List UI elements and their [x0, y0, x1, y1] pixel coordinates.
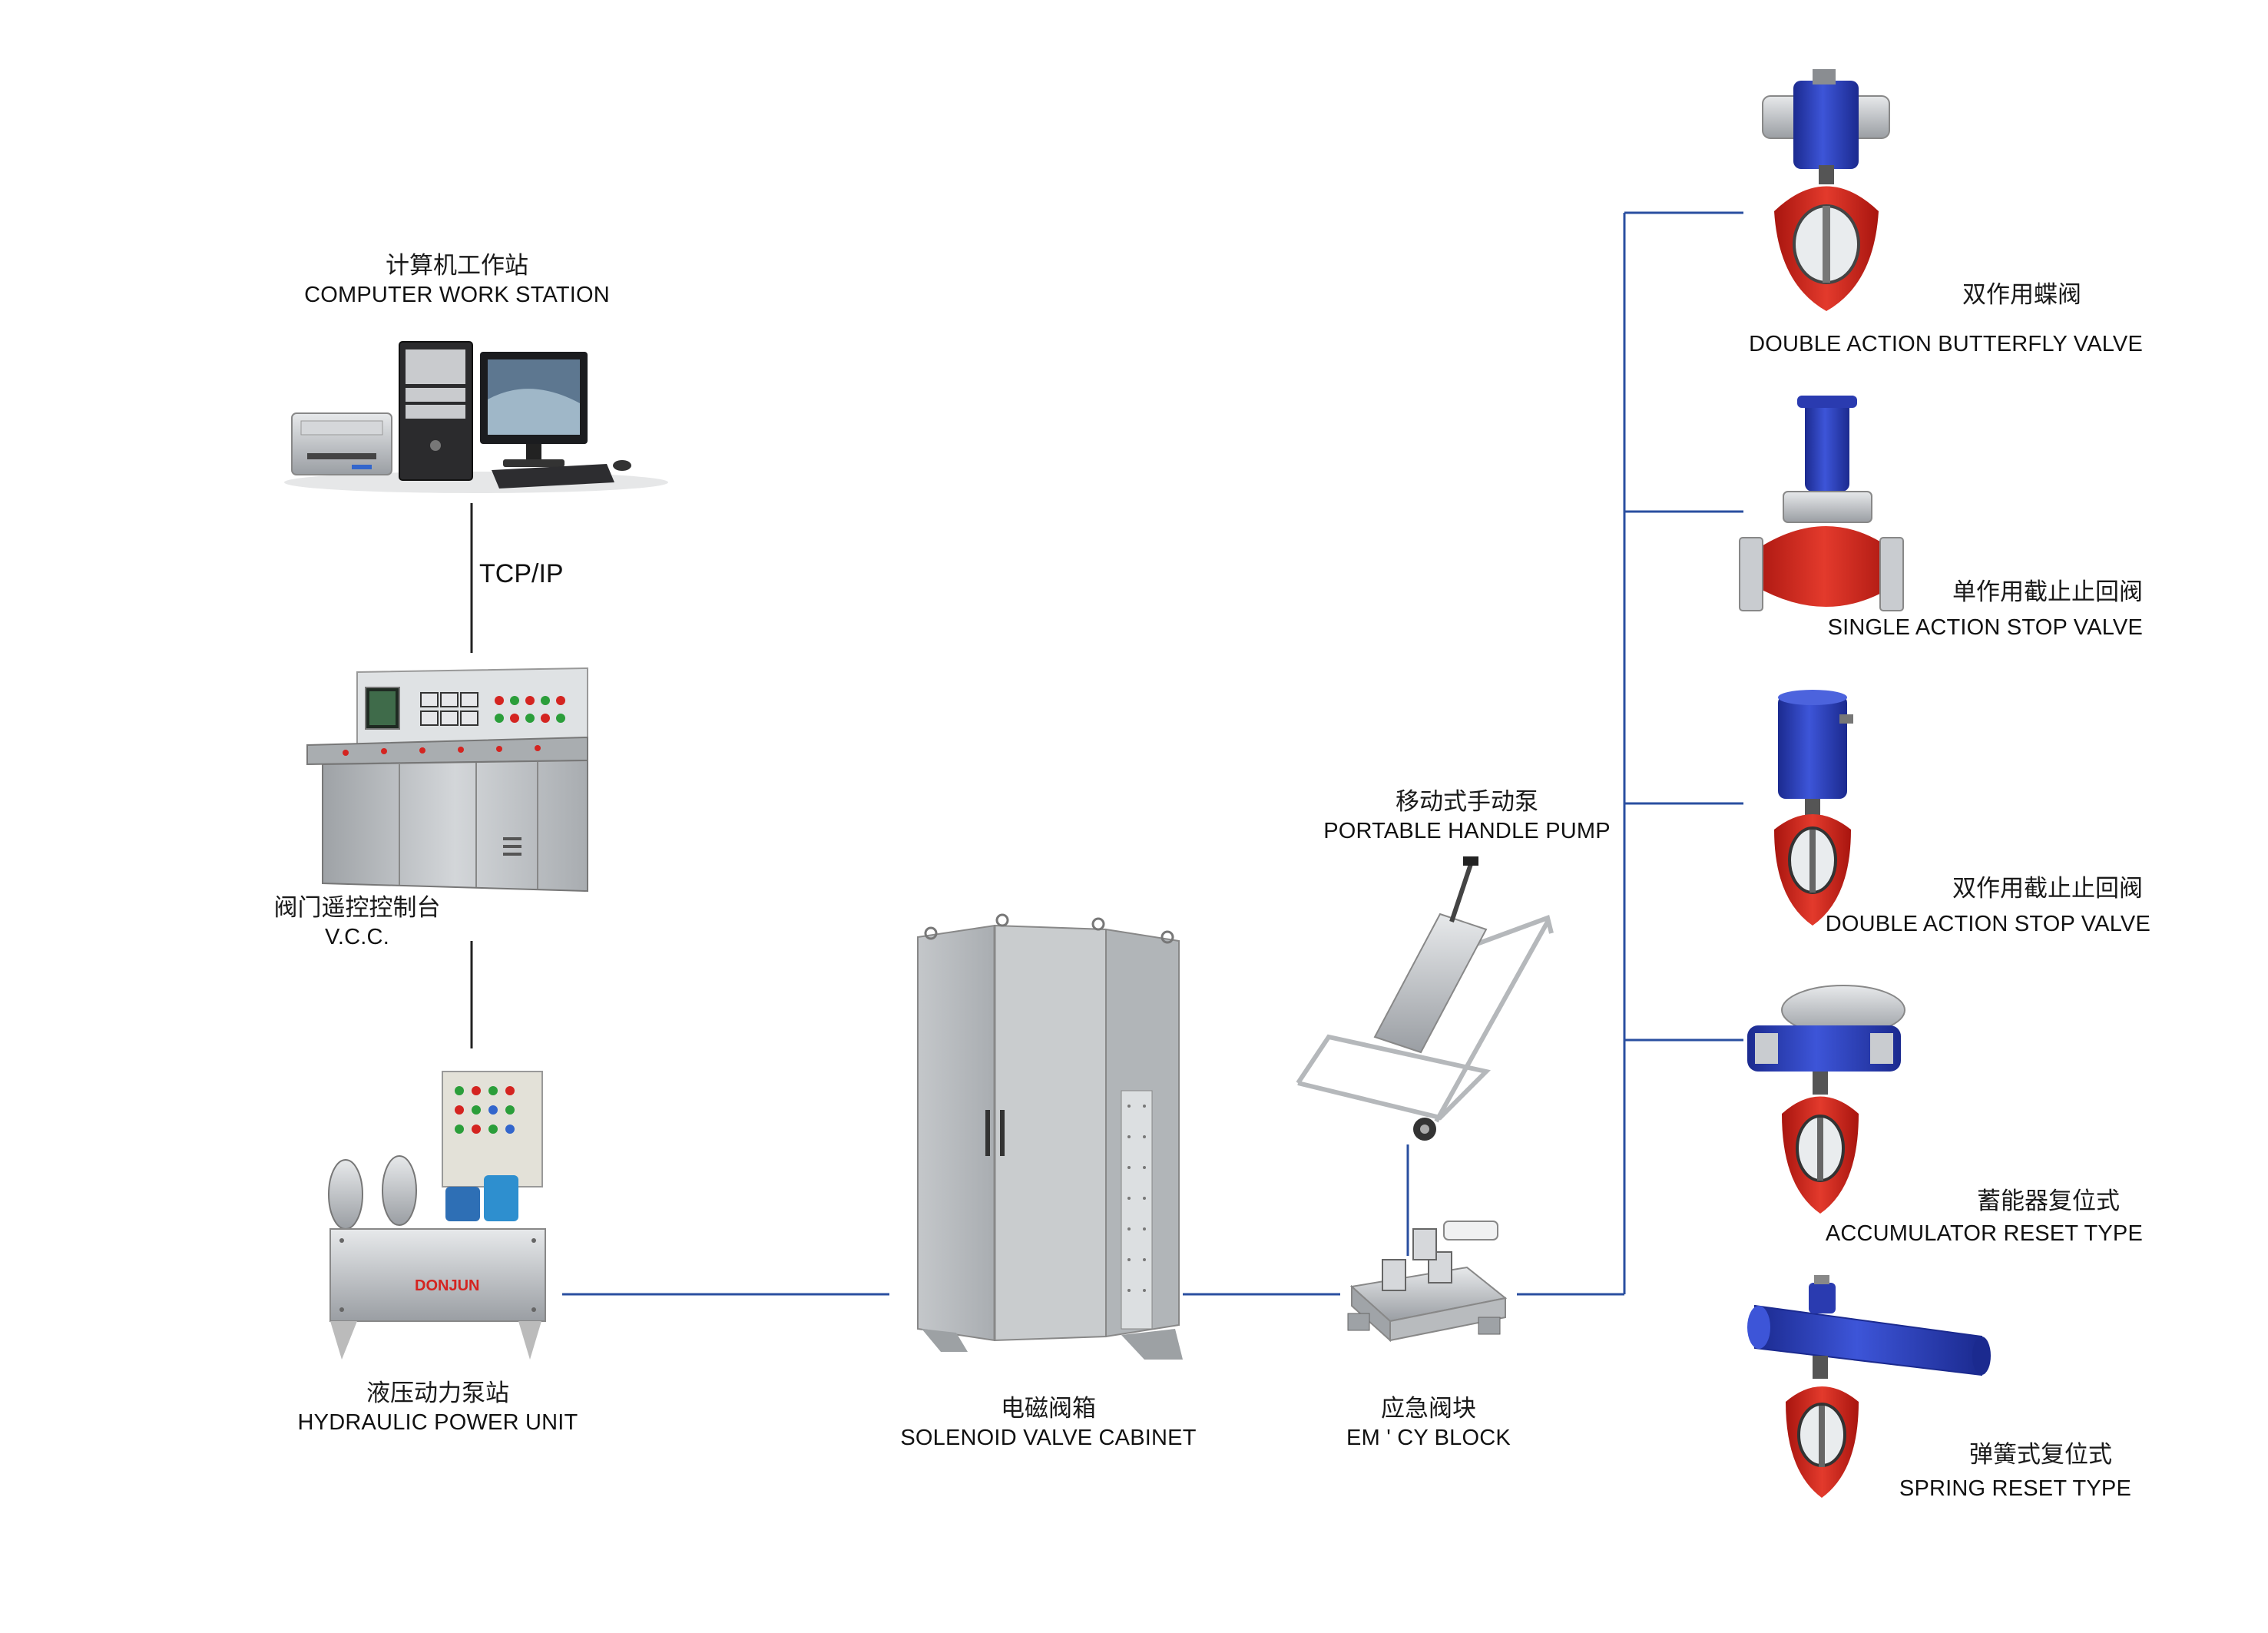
valve-label-2: 单作用截止止回阀 SINGLE ACTION STOP VALVE [1713, 578, 2143, 641]
double-action-stop-valve-image [1774, 690, 1853, 926]
computer-workstation-image [284, 341, 668, 493]
pump-label-zh: 移动式手动泵 [1396, 788, 1538, 816]
vcc-label-zh: 阀门遥控控制台 [273, 894, 441, 922]
valve-label-2-en: SINGLE ACTION STOP VALVE [1827, 614, 2143, 640]
valve-label-1-zh: 双作用蝶阀 [1962, 281, 2081, 309]
valve-label-4-en: ACCUMULATOR RESET TYPE [1825, 1221, 2143, 1246]
valve-label-2-zh: 单作用截止止回阀 [1952, 578, 2143, 606]
hpu-brand-label: DONJUN [415, 1277, 479, 1294]
computer-label-zh: 计算机工作站 [386, 252, 528, 280]
hydraulic-power-unit-image: DONJUN [328, 1071, 546, 1360]
vcc-label: 阀门遥控控制台 V.C.C. [230, 893, 484, 951]
valve-label-5-zh: 弹簧式复位式 [1969, 1441, 2112, 1469]
vcc-console-image [306, 667, 588, 893]
valve-label-3-zh: 双作用截止止回阀 [1952, 875, 2143, 903]
printer-icon [291, 412, 392, 475]
valve-label-5: 弹簧式复位式 SPRING RESET TYPE [1713, 1440, 2131, 1502]
valve-label-1: 双作用蝶阀 DOUBLE ACTION BUTTERFLY VALVE [1713, 280, 2143, 358]
keyboard-icon [492, 464, 614, 489]
mouse-icon [613, 460, 631, 471]
pump-label: 移动式手动泵 PORTABLE HANDLE PUMP [1321, 787, 1613, 845]
pc-tower-icon [399, 341, 473, 481]
hpu-label-zh: 液压动力泵站 [366, 1380, 509, 1407]
connection-lines [470, 211, 1743, 1296]
cabinet-label-zh: 电磁阀箱 [1001, 1395, 1096, 1423]
valve-label-3-en: DOUBLE ACTION STOP VALVE [1825, 911, 2150, 936]
pump-label-en: PORTABLE HANDLE PUMP [1323, 818, 1611, 843]
valve-label-5-en: SPRING RESET TYPE [1899, 1476, 2131, 1501]
cabinet-label-en: SOLENOID VALVE CABINET [900, 1425, 1197, 1450]
valve-label-3: 双作用截止止回阀 DOUBLE ACTION STOP VALVE [1717, 874, 2150, 938]
valve-label-1-en: DOUBLE ACTION BUTTERFLY VALVE [1749, 331, 2143, 356]
accumulator-reset-valve-image [1747, 985, 1905, 1214]
computer-label-en: COMPUTER WORK STATION [304, 282, 610, 307]
portable-handle-pump-image [1296, 856, 1554, 1141]
cabinet-label: 电磁阀箱 SOLENOID VALVE CABINET [899, 1394, 1198, 1452]
tcp-ip-label: TCP/IP [479, 559, 564, 588]
block-label-en: EM ' CY BLOCK [1346, 1425, 1511, 1450]
computer-label: 计算机工作站 COMPUTER WORK STATION [300, 251, 614, 309]
spring-reset-valve-image [1747, 1275, 1991, 1498]
emergency-block-image [1347, 1221, 1508, 1343]
monitor-icon [480, 352, 588, 467]
hpu-label: 液压动力泵站 HYDRAULIC POWER UNIT [292, 1379, 584, 1436]
valve-label-4: 蓄能器复位式 ACCUMULATOR RESET TYPE [1713, 1187, 2143, 1247]
valve-label-4-zh: 蓄能器复位式 [1977, 1187, 2120, 1215]
block-label: 应急阀块 EM ' CY BLOCK [1313, 1394, 1544, 1452]
solenoid-valve-cabinet-image [917, 913, 1183, 1360]
hpu-label-en: HYDRAULIC POWER UNIT [297, 1409, 578, 1435]
double-action-butterfly-valve-image [1762, 69, 1890, 311]
vcc-label-en: V.C.C. [325, 924, 389, 949]
block-label-zh: 应急阀块 [1381, 1395, 1476, 1423]
single-action-stop-valve-image [1739, 396, 1904, 611]
